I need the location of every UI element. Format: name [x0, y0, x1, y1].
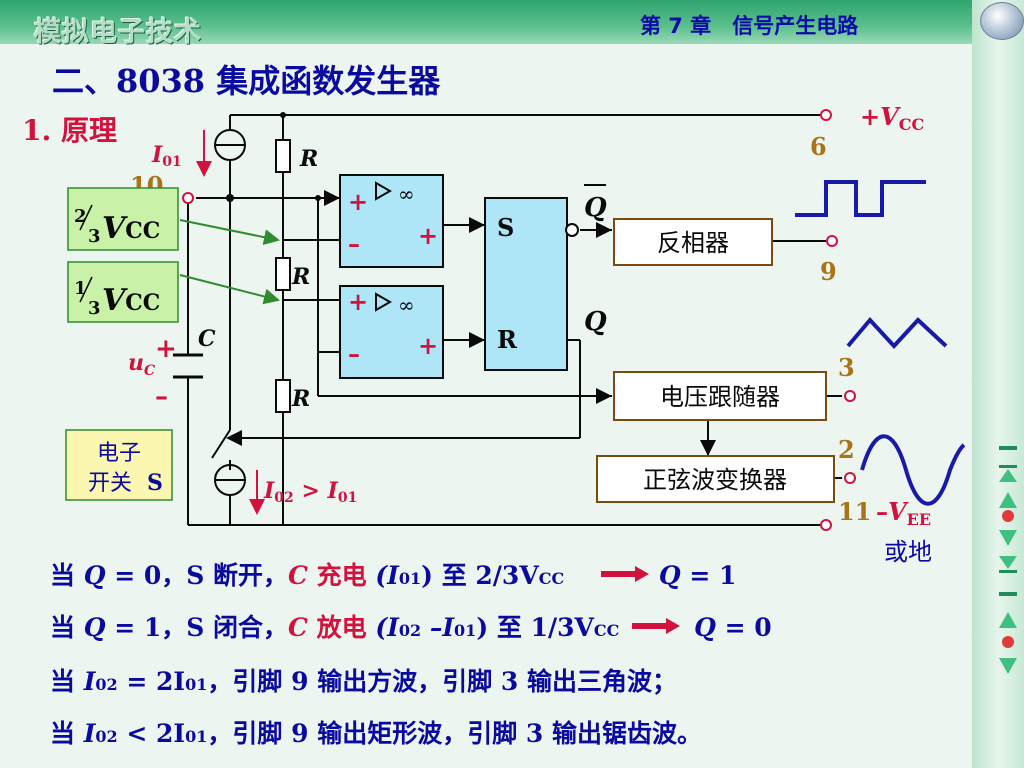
- sine-converter-label: 正弦波变换器: [643, 466, 787, 494]
- circuit-wires: [187, 114, 842, 526]
- electronic-switch-box: 电子 开关 S: [65, 429, 173, 501]
- svg-text:电子: 电子: [97, 441, 141, 466]
- comparator-upper: ∞ + – +: [339, 174, 444, 268]
- square-wave-icon: [795, 180, 926, 217]
- slide-title: 二、8038 集成函数发生器: [52, 62, 441, 100]
- nav-dot-icon[interactable]: [996, 504, 1020, 528]
- pin-2: 2: [838, 435, 855, 464]
- current-source-upper: [214, 129, 246, 161]
- nav-first-icon[interactable]: [996, 462, 1020, 486]
- inverter-label: 反相器: [657, 229, 729, 257]
- voltage-follower-block: 电压跟随器: [613, 371, 827, 421]
- svg-text:2: 2: [74, 206, 87, 227]
- plus-sign: +: [155, 334, 177, 364]
- q-bar-label: Q: [584, 193, 607, 223]
- vcc-label: +VCC: [860, 102, 924, 134]
- infinity-symbol: ∞: [398, 293, 415, 317]
- resistor-label: R: [291, 386, 310, 412]
- pin-9: 9: [820, 257, 837, 286]
- threshold-arrow: [179, 219, 280, 246]
- uc-label: uC: [128, 350, 155, 379]
- logo-icon: [980, 2, 1024, 40]
- svg-text:VCC: VCC: [102, 211, 160, 246]
- threshold-arrow: [179, 274, 280, 305]
- capacitor: [173, 353, 203, 379]
- pin-11: 11: [838, 497, 871, 526]
- infinity-symbol: ∞: [398, 182, 415, 206]
- nav-down-icon[interactable]: [996, 654, 1020, 678]
- svg-text:VCC: VCC: [102, 283, 160, 318]
- svg-text:1: 1: [74, 278, 87, 299]
- statement-line-4: 当 I02 < 2I01，引脚 9 输出矩形波，引脚 3 输出锯齿波。: [50, 719, 703, 748]
- i01-label: I01: [151, 142, 182, 170]
- statement-line-1: 当 Q = 0，S 断开，C 充电 (I01) 至 2/3VCC Q = 1: [50, 561, 737, 590]
- capacitor-label: C: [198, 326, 216, 352]
- nav-last-icon[interactable]: [996, 552, 1020, 576]
- triangle-wave-icon: [846, 316, 948, 349]
- ff-s-label: S: [497, 213, 514, 242]
- nav-next-icon[interactable]: [996, 526, 1020, 550]
- nav-prev-icon[interactable]: [996, 488, 1020, 512]
- comparator-lower: ∞ + – +: [339, 285, 444, 379]
- implies-arrow-icon: [600, 561, 649, 590]
- junction-dot: [315, 195, 321, 201]
- one-third-vcc-box: 1 3 VCC: [67, 261, 179, 323]
- i02-label: I02 > I01: [263, 478, 357, 506]
- resistor: [275, 139, 291, 173]
- sine-wave-icon: [860, 434, 966, 506]
- minus-sign: –: [348, 339, 360, 368]
- inverter-block: 反相器: [613, 218, 773, 266]
- junction-dot: [280, 112, 286, 118]
- rs-flip-flop: S R: [484, 197, 579, 371]
- inversion-bubble: [565, 223, 579, 237]
- two-thirds-vcc-box: 2 3 VCC: [67, 187, 179, 251]
- minus-sign: –: [348, 229, 360, 258]
- plus-sign: +: [348, 287, 368, 316]
- follower-label: 电压跟随器: [660, 383, 780, 411]
- resistor-label: R: [299, 146, 318, 172]
- svg-text:S: S: [147, 470, 163, 496]
- vee-label: –VEE: [876, 497, 931, 529]
- statement-line-2: 当 Q = 1，S 闭合，C 放电 (I02 –I01) 至 1/3VCC Q …: [50, 613, 772, 642]
- course-title: 模拟电子技术: [34, 17, 202, 48]
- minus-sign: –: [155, 382, 168, 412]
- nav-bar-icon[interactable]: [996, 582, 1020, 606]
- navigation-rail: [972, 0, 1024, 768]
- vee-note: 或地: [884, 538, 932, 566]
- sine-converter-block: 正弦波变换器: [596, 455, 835, 503]
- svg-text:开关: 开关: [88, 471, 132, 496]
- nav-up-icon[interactable]: [996, 608, 1020, 632]
- plus-sign: +: [418, 331, 438, 360]
- pin-6: 6: [810, 132, 827, 161]
- implies-arrow-icon: [632, 613, 681, 642]
- svg-text:3: 3: [88, 226, 101, 247]
- switch-contact: [211, 429, 231, 459]
- junction-dot: [226, 194, 234, 202]
- plus-sign: +: [418, 221, 438, 250]
- resistor: [275, 379, 291, 413]
- header-bar: [0, 0, 972, 44]
- nav-dot-icon[interactable]: [996, 630, 1020, 654]
- plus-sign: +: [348, 187, 368, 216]
- svg-text:3: 3: [88, 298, 101, 319]
- nav-bar-icon[interactable]: [996, 436, 1020, 460]
- ff-r-label: R: [497, 325, 518, 354]
- pin-terminals: [182, 109, 856, 531]
- current-source-lower: [214, 464, 246, 496]
- pin-3: 3: [838, 353, 855, 382]
- section-subtitle: 1. 原理: [22, 114, 117, 147]
- resistor: [275, 257, 291, 291]
- chapter-label: 第 7 章 信号产生电路: [640, 14, 859, 38]
- resistor-label: R: [291, 264, 310, 290]
- statement-line-3: 当 I02 = 2I01，引脚 9 输出方波，引脚 3 输出三角波；: [50, 667, 678, 696]
- q-label: Q: [584, 307, 607, 337]
